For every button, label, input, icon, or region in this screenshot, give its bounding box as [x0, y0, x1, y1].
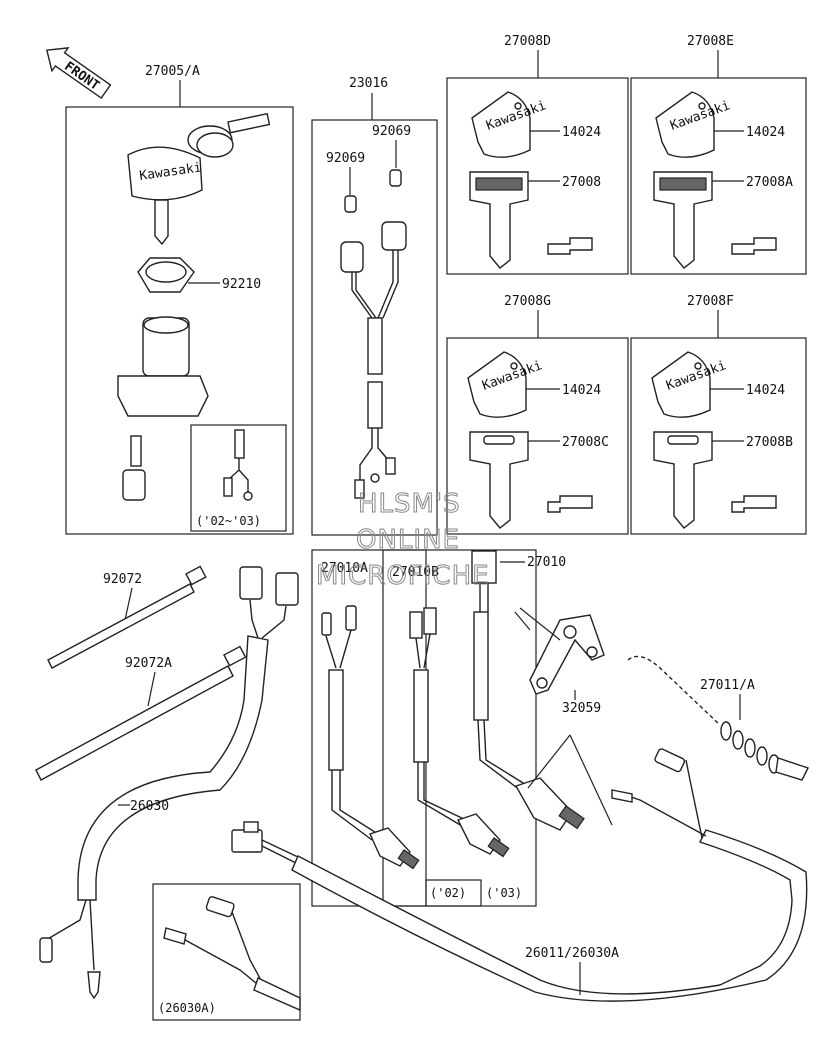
switch-c-icon: [471, 550, 585, 831]
lead-26030-icon: [39, 566, 299, 1000]
fuse-a-icon: [344, 195, 357, 213]
band-2-icon: [35, 645, 247, 781]
key-d-icon: [469, 171, 593, 269]
lead-26011-icon: [231, 748, 808, 1002]
label-lead-2: 26011/26030A: [525, 946, 619, 961]
label-key-d: 27008: [562, 175, 601, 190]
lead-variant-icon: [163, 896, 301, 1012]
label-nut: 92210: [222, 277, 261, 292]
label-band-1: 92072: [103, 572, 142, 587]
label-cable: 27011/A: [700, 678, 755, 693]
lead-variant-box: [152, 883, 301, 1021]
knob-d-icon: Kawasaki: [471, 91, 548, 158]
nut-icon: [137, 257, 195, 293]
front-arrow-icon: FRONT: [46, 47, 112, 100]
switch-body-icon: [117, 316, 209, 501]
switch-b-icon: [409, 607, 510, 858]
label-ignition-years: ('02~'03): [196, 514, 261, 528]
watermark-line-2: ONLINE: [356, 525, 460, 555]
label-knob-f: 14024: [746, 383, 785, 398]
ignition-variant-connector-icon: [223, 429, 253, 501]
watermark: HLSM'S ONLINE MICROFICHE: [316, 489, 490, 592]
harness-sub-icon: [340, 221, 407, 499]
key-set-f-box: [630, 337, 807, 535]
label-switch-a: 27010A: [321, 561, 368, 576]
label-harness: 23016: [349, 76, 388, 91]
switch-a-icon: [321, 605, 420, 870]
key-set-d-box: [446, 77, 629, 275]
label-key-g: 27008C: [562, 435, 609, 450]
label-lead-1: 26030: [130, 799, 169, 814]
watermark-line-1: HLSM'S: [358, 489, 461, 519]
harness-group-box: [311, 119, 438, 536]
label-key-e: 27008A: [746, 175, 793, 190]
label-fuse-b: 92069: [372, 124, 411, 139]
label-ignition-switch: 27005/A: [145, 64, 200, 79]
label-lead-variant: (26030A): [158, 1001, 216, 1015]
label-bracket: 32059: [562, 701, 601, 716]
label-key-set-d: 27008D: [504, 34, 551, 49]
key-f-icon: [653, 431, 777, 529]
ignition-key-icon: Kawasaki: [127, 112, 271, 246]
label-knob-e: 14024: [746, 125, 785, 140]
knob-f-icon: Kawasaki: [651, 351, 728, 418]
fuse-b-icon: [389, 169, 402, 187]
label-knob-d: 14024: [562, 125, 601, 140]
label-band-2: 92072A: [125, 656, 172, 671]
label-key-f: 27008B: [746, 435, 793, 450]
key-g-icon: [469, 431, 593, 529]
label-switch-b: 27010B: [392, 565, 439, 580]
label-key-set-f: 27008F: [687, 294, 734, 309]
bracket-icon: [529, 614, 605, 695]
key-set-e-box: [630, 77, 807, 275]
label-switch-c: 27010: [527, 555, 566, 570]
watermark-line-3: MICROFICHE: [316, 561, 490, 591]
label-key-set-e: 27008E: [687, 34, 734, 49]
label-fuse-a: 92069: [326, 151, 365, 166]
switch-year-02-box: [425, 879, 482, 907]
label-key-set-g: 27008G: [504, 294, 551, 309]
ignition-variant-box: [190, 424, 287, 532]
label-year-02: ('02): [430, 886, 466, 900]
key-e-icon: [653, 171, 777, 269]
cable-icon: [627, 655, 809, 781]
ignition-switch-group-box: [65, 106, 294, 535]
key-set-g-box: [446, 337, 629, 535]
knob-e-icon: Kawasaki: [655, 91, 732, 158]
knob-g-icon: Kawasaki: [467, 351, 544, 418]
label-knob-g: 14024: [562, 383, 601, 398]
label-year-03: ('03): [486, 886, 522, 900]
band-1-icon: [47, 565, 207, 669]
